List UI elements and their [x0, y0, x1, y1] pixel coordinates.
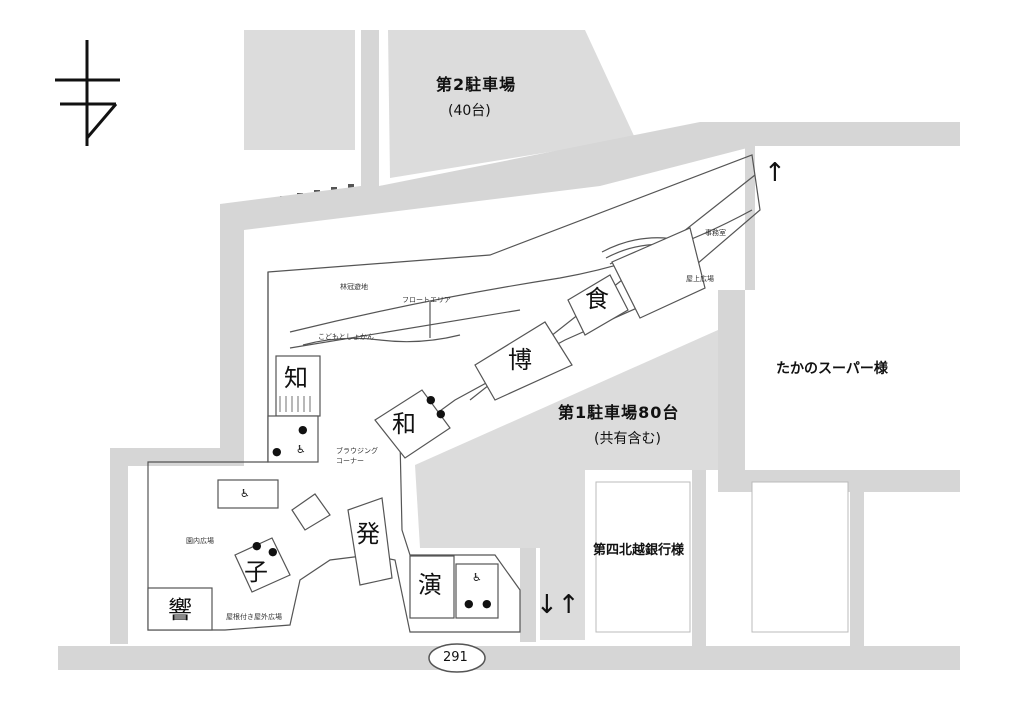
- building-chi: 知: [284, 364, 308, 392]
- building-wa-block: [374, 389, 451, 459]
- route-291-label: 291: [443, 650, 468, 665]
- bank-label: 第四北越銀行様: [593, 543, 685, 558]
- person-icon: ●: [298, 423, 308, 436]
- building-ko-block: [234, 537, 291, 593]
- arrow-up-icon: ↑: [764, 158, 786, 188]
- wheelchair-icon: ♿: [472, 571, 482, 584]
- person-icon: ●: [252, 539, 262, 552]
- bank-block: [595, 481, 691, 633]
- building-kyo-block: [147, 587, 213, 631]
- arrow-updown-icon: ↓↑: [536, 590, 580, 620]
- wheelchair-icon: ♿: [240, 487, 250, 500]
- browsing-block: [291, 493, 331, 531]
- parking-1-label: 第1駐車場80台: [558, 403, 680, 422]
- parking-1-note: (共有含む): [594, 431, 661, 447]
- building-shoku: 食: [585, 285, 609, 313]
- person-icon: ●: [426, 393, 436, 406]
- person-icon: ●: [464, 597, 474, 610]
- office-label: 事務室: [705, 229, 726, 237]
- parking-lot-2: [388, 30, 635, 178]
- person-icon: ●: [482, 597, 492, 610]
- stream-label: こどもとしょかん: [318, 333, 374, 341]
- person-icon: ●: [272, 445, 282, 458]
- parking-2-label: 第2駐車場: [436, 75, 517, 94]
- supermarket-block: [751, 481, 849, 633]
- building-kyo: 響: [168, 596, 192, 624]
- building-hatsu-block: [347, 497, 393, 586]
- building-en-block: [409, 555, 455, 619]
- building-haku: 博: [508, 346, 532, 374]
- browsing-label-1: ブラウジング: [336, 447, 378, 455]
- building-ko: 子: [244, 558, 268, 586]
- inner-plaza-label: 園内広場: [186, 537, 214, 545]
- building-rooftop-block: [611, 227, 706, 319]
- restroom-block-ko: [217, 479, 279, 509]
- float-area-label: フロートエリア: [402, 296, 451, 304]
- route-291-marker: [428, 643, 486, 673]
- rooftop-plaza-label: 屋上広場: [686, 275, 714, 283]
- restroom-block-en: [455, 563, 499, 619]
- wheelchair-icon: ♿: [296, 443, 306, 456]
- restroom-block-chi: [267, 415, 319, 463]
- north-compass-icon: [55, 40, 120, 146]
- building-wa: 和: [392, 410, 416, 438]
- building-en: 演: [418, 571, 442, 599]
- parking-2-count: (40台): [448, 103, 491, 119]
- supermarket-label: たかのスーパー様: [776, 361, 888, 377]
- parking-lot-1: [415, 330, 718, 640]
- parking-lot-2-left: [244, 30, 355, 150]
- forest-label: 林冠遊地: [340, 283, 368, 291]
- person-icon: ●: [436, 407, 446, 420]
- browsing-label-2: コーナー: [336, 457, 364, 465]
- covered-plaza-label: 屋根付き屋外広場: [226, 613, 282, 621]
- person-icon: ●: [268, 545, 278, 558]
- building-shoku-block: [567, 274, 629, 336]
- building-haku-block: [474, 321, 573, 401]
- building-hatsu: 発: [356, 520, 380, 548]
- buildings: [147, 227, 706, 631]
